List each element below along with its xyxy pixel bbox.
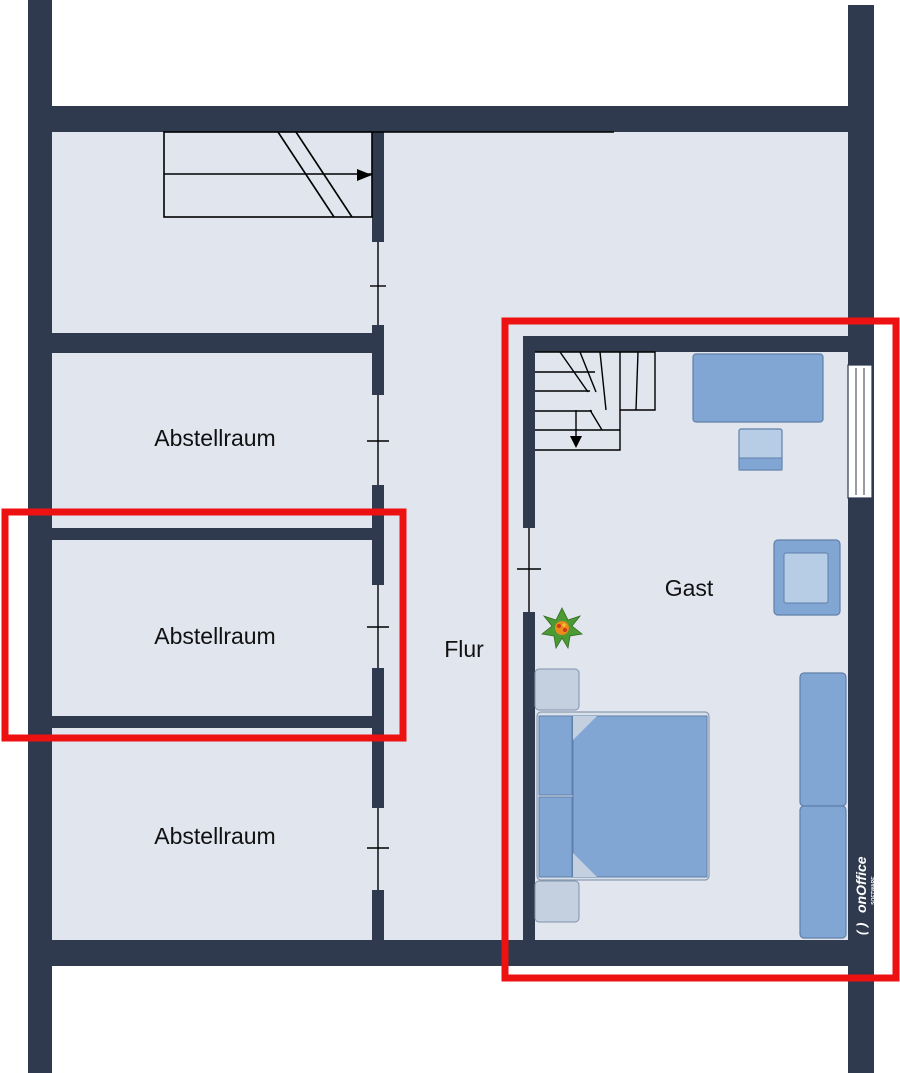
room-label-storage-1: Abstellraum [154,425,275,451]
logo-mark: ( ) [854,923,869,935]
stair-guest-arrow [570,436,582,448]
desk [692,353,824,423]
armchair [773,539,841,616]
room-label-storage-2: Abstellraum [154,623,275,649]
onoffice-logo: ( ) onOffice SOFTWARE [853,856,877,935]
walls [28,0,874,1073]
plant-icon [541,607,583,650]
stair-arrow [357,169,372,181]
highlight-guest [501,317,900,982]
stair-top [163,131,614,218]
stair-guest [535,351,656,451]
window [847,364,873,499]
sofa [799,672,847,939]
highlight-storage-2 [1,508,407,742]
room-label-guest: Gast [665,575,714,601]
chair [738,428,783,471]
logo-name: onOffice [853,856,869,913]
logo-tagline: SOFTWARE [871,876,877,905]
bed [534,668,710,923]
doors [367,242,541,890]
room-label-hall: Flur [444,636,484,662]
room-label-storage-3: Abstellraum [154,823,275,849]
highlight-boxes [1,317,900,982]
